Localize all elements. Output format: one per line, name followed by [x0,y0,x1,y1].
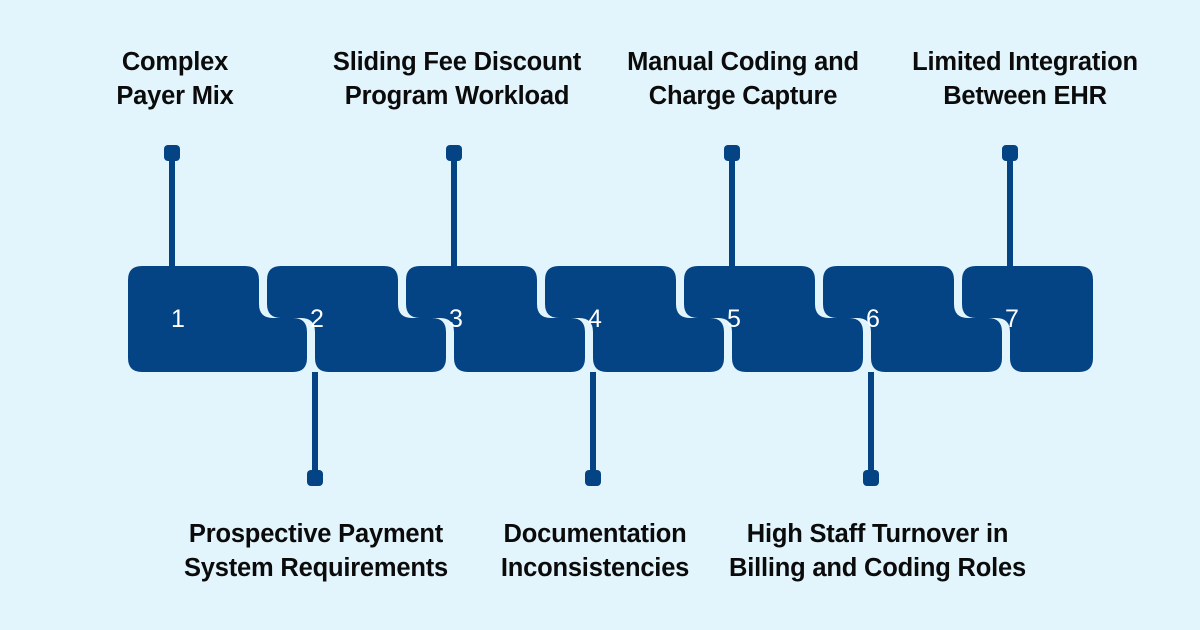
puzzle-segment-6[interactable] [823,266,1002,372]
segment-number-1: 1 [171,305,185,333]
segment-label-6: High Staff Turnover in Billing and Codin… [729,520,1026,582]
segment-label-5: Manual Coding and Charge Capture [627,48,859,110]
connector-marker-6 [863,470,879,486]
connector-line-7 [1007,161,1013,266]
segment-label-2: Prospective Payment System Requirements [183,520,449,582]
segment-number-5: 5 [727,305,741,333]
connector-line-5 [729,161,735,266]
puzzle-segment-5[interactable] [684,266,863,372]
segment-label-7: Limited Integration Between EHR [912,48,1138,110]
connector-marker-3 [446,145,462,161]
segment-number-2: 2 [310,305,324,333]
puzzle-segment-4[interactable] [545,266,724,372]
segment-label-3: Sliding Fee Discount Program Workload [332,48,582,110]
puzzle-segment-7[interactable] [962,266,1093,372]
segment-number-7: 7 [1005,305,1019,333]
connectors-layer [164,145,1018,486]
segment-number-3: 3 [449,305,463,333]
segment-number-6: 6 [866,305,880,333]
segment-number-4: 4 [588,305,602,333]
connector-line-1 [169,161,175,266]
puzzle-segment-1[interactable] [128,266,307,372]
puzzle-segment-3[interactable] [406,266,585,372]
connector-line-2 [312,372,318,470]
connector-line-4 [590,372,596,470]
puzzle-segment-2[interactable] [267,266,446,372]
segments-layer [128,266,1093,372]
connector-marker-2 [307,470,323,486]
connector-marker-4 [585,470,601,486]
connector-line-3 [451,161,457,266]
connector-marker-5 [724,145,740,161]
connector-marker-1 [164,145,180,161]
segment-label-4: Documentation Inconsistencies [500,520,690,582]
segment-label-1: Complex Payer Mix [116,48,234,110]
connector-line-6 [868,372,874,470]
connector-marker-7 [1002,145,1018,161]
